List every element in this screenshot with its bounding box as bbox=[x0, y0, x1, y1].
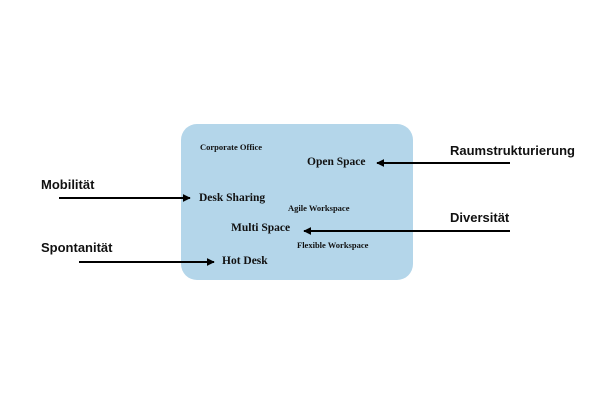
label-corporate-office: Corporate Office bbox=[200, 142, 263, 152]
label-agile-workspace: Agile Workspace bbox=[288, 203, 350, 213]
label-diversitaet: Diversität bbox=[450, 210, 510, 225]
label-desk-sharing: Desk Sharing bbox=[199, 192, 266, 204]
label-spontanitaet: Spontanität bbox=[41, 240, 113, 255]
label-multi-space: Multi Space bbox=[231, 222, 291, 234]
workspace-concepts-box bbox=[181, 124, 413, 280]
label-mobilitaet: Mobilität bbox=[41, 177, 95, 192]
label-open-space: Open Space bbox=[307, 156, 366, 168]
label-hot-desk: Hot Desk bbox=[222, 255, 268, 267]
label-raumstrukturierung: Raumstrukturierung bbox=[450, 143, 575, 158]
label-flexible-workspace: Flexible Workspace bbox=[297, 240, 369, 250]
